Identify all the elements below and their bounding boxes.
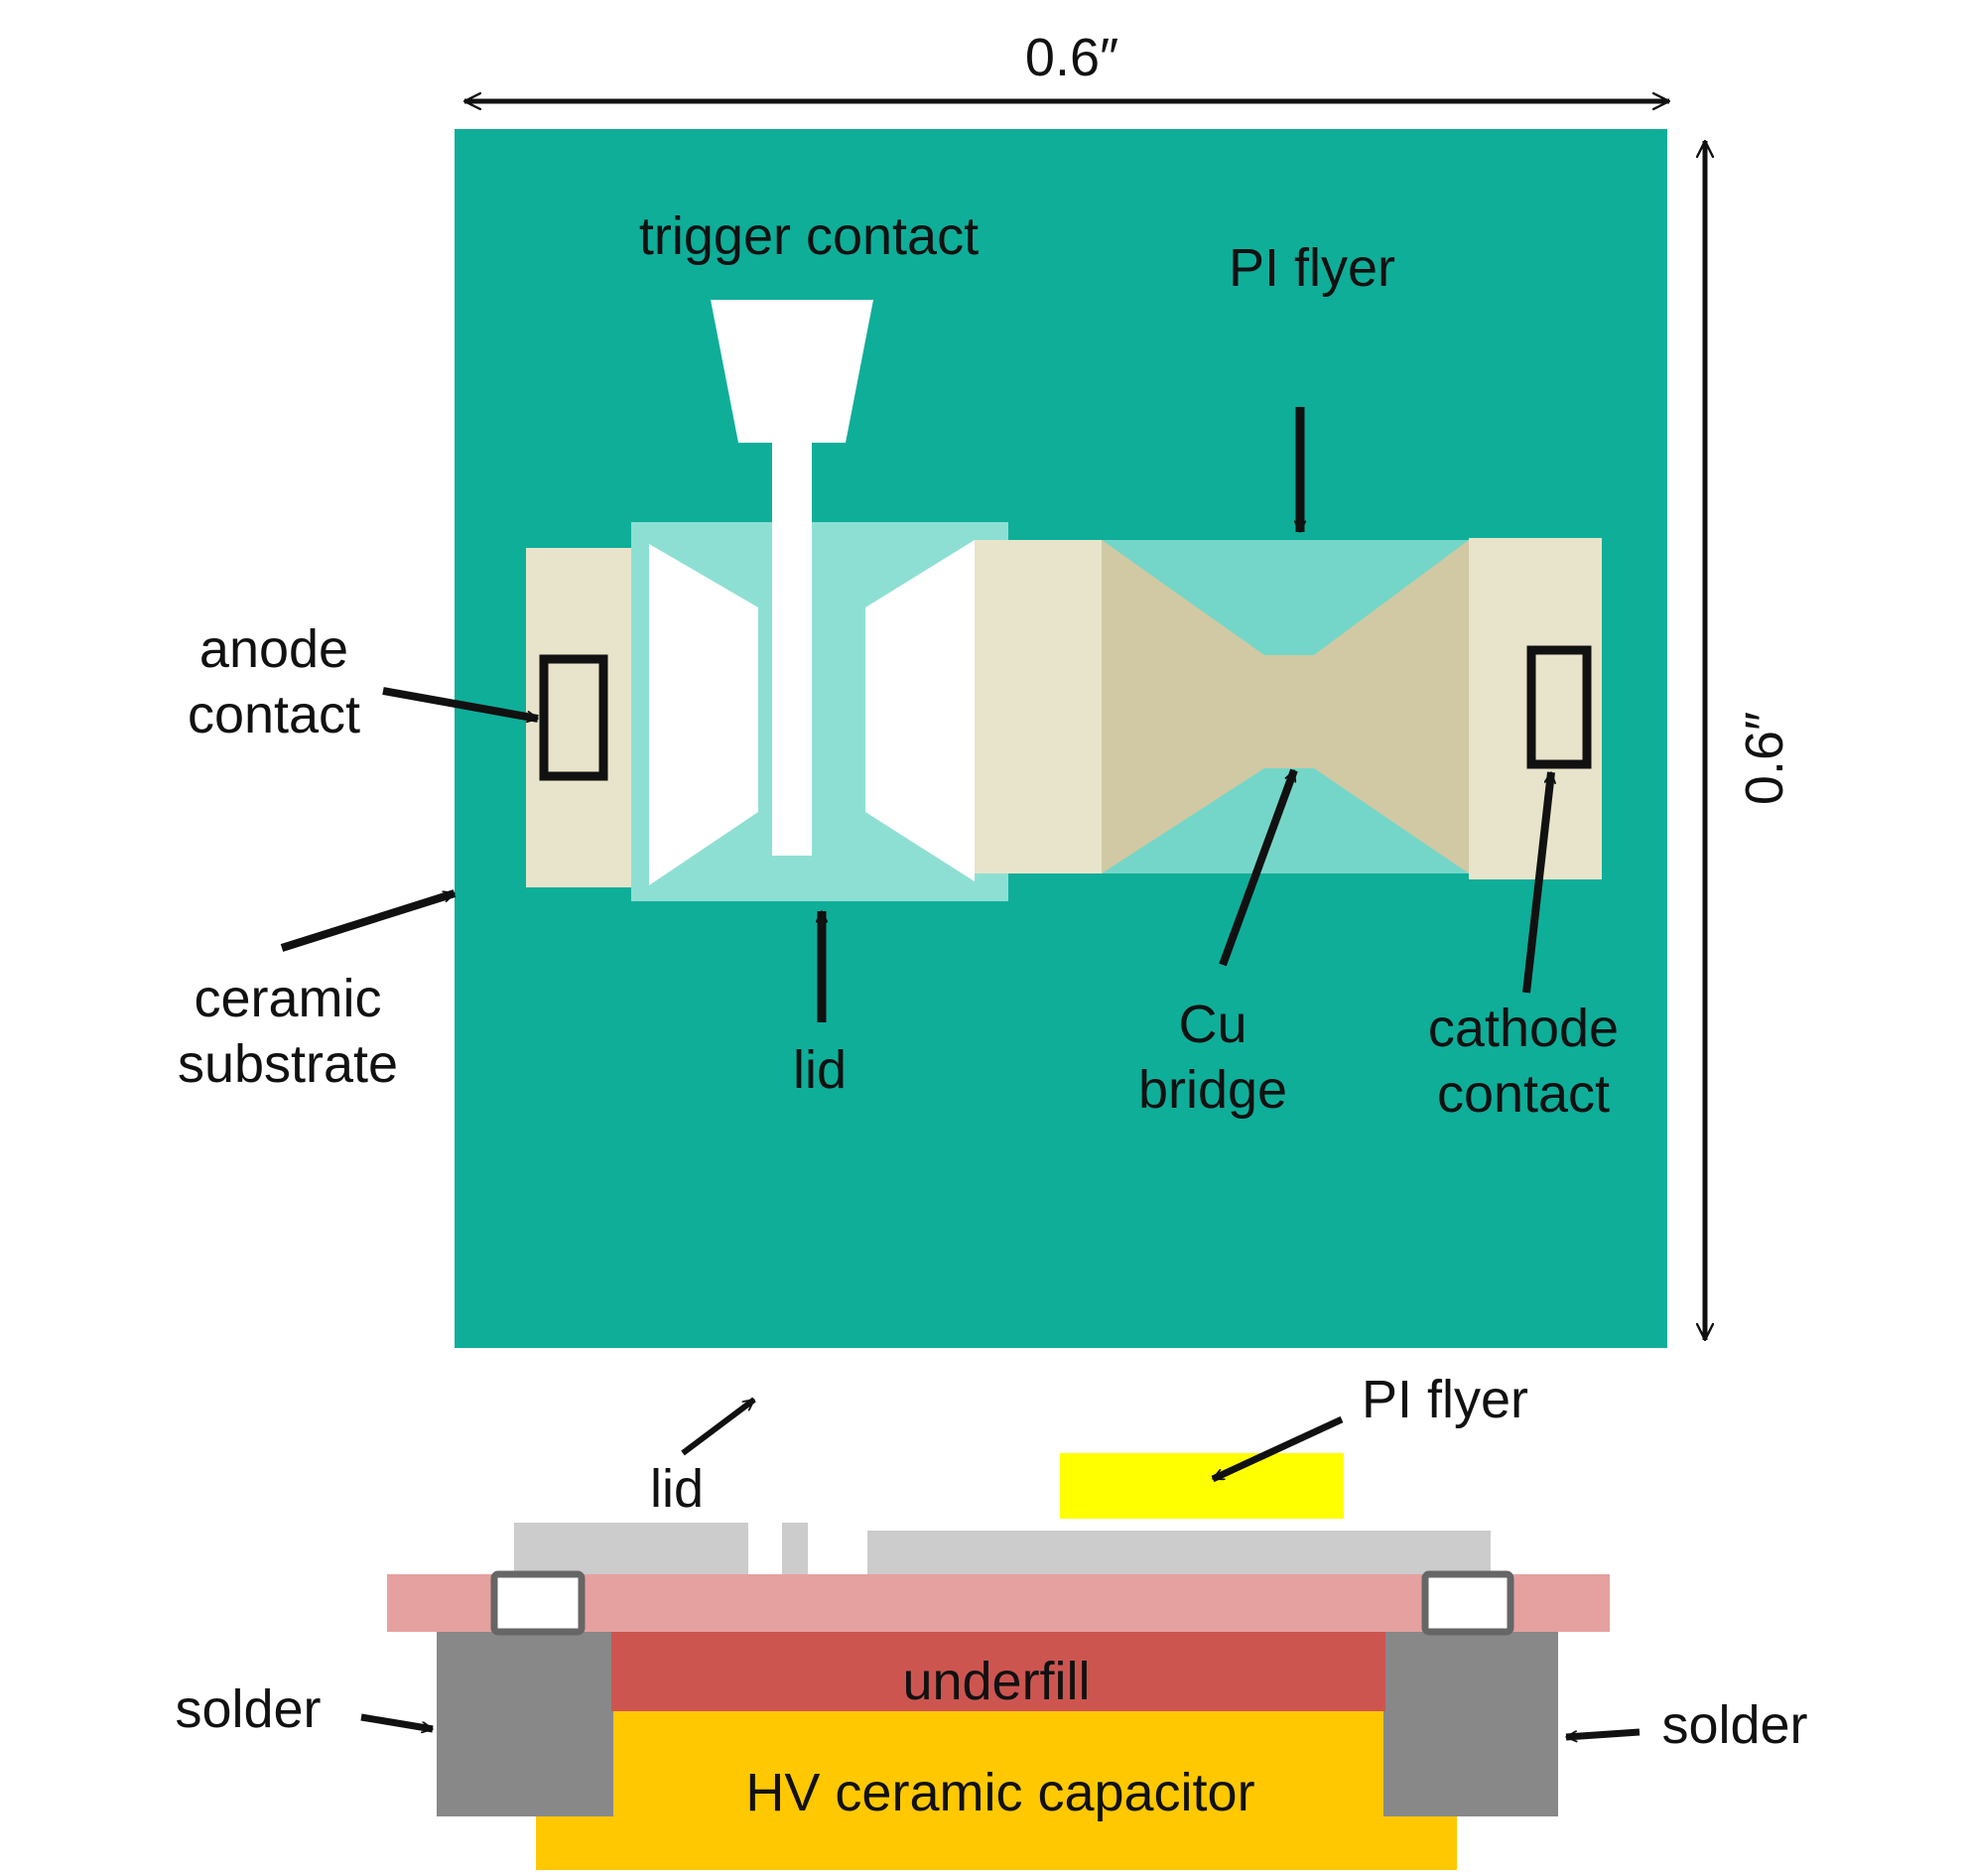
solder-right-label: solder: [1661, 1695, 1807, 1755]
anode-contact: [539, 654, 608, 781]
dimension-width-label: 0.6″: [1025, 28, 1118, 87]
cathode-contact: [1526, 645, 1592, 769]
anode-contact-label-line1: anode: [199, 619, 348, 679]
contact-via-left: [490, 1570, 586, 1636]
dimension-height-label: 0.6″: [1735, 712, 1794, 805]
lid-bottom-arrow: [681, 1397, 756, 1456]
anode-contact-label-line2: contact: [188, 685, 360, 744]
anode-contact-arrow: [382, 687, 538, 719]
cu-bridge-arrow: [1219, 768, 1298, 967]
cu-bridge: [1102, 540, 1469, 873]
solder-right-arrow: [1566, 1728, 1641, 1737]
hv-ceramic-capacitor: [536, 1709, 1457, 1870]
underfill: [611, 1632, 1385, 1711]
solder-block-right: [1383, 1630, 1558, 1816]
underfill-label: underfill: [902, 1652, 1090, 1711]
lid-cross-section-right: [867, 1531, 1491, 1574]
top-view: 0.6″ 0.6″ trigger contact PI flyer anode…: [178, 28, 1794, 1348]
pi-flyer-top-label: PI flyer: [1229, 238, 1395, 298]
lid-cross-section-left: [514, 1523, 748, 1574]
solder-left-arrow: [360, 1713, 433, 1729]
cathode-contact-label-line1: cathode: [1428, 999, 1619, 1058]
trigger-contact-label: trigger contact: [639, 206, 979, 266]
trigger-contact-pad: [711, 300, 873, 443]
spark-gap-electrode-right: [865, 540, 975, 881]
capacitor-label: HV ceramic capacitor: [745, 1763, 1254, 1822]
pi-flyer-bottom-label: PI flyer: [1362, 1370, 1528, 1429]
cross-section-view: lid PI flyer underfill solder solder HV …: [175, 1370, 1808, 1870]
trigger-contact-stem: [772, 435, 812, 856]
spark-gap-electrode-left: [649, 544, 758, 885]
cathode-contact-label-line2: contact: [1437, 1064, 1610, 1124]
lid-bottom-label: lid: [650, 1459, 704, 1519]
cu-bridge-label-line1: Cu: [1178, 995, 1247, 1054]
center-electrode: [975, 540, 1102, 873]
trigger-pin-cross-section: [782, 1523, 808, 1574]
solder-left-label: solder: [175, 1679, 321, 1739]
cu-bridge-label-line2: bridge: [1138, 1060, 1287, 1120]
ceramic-substrate-arrow: [280, 889, 457, 952]
lid-top-label: lid: [793, 1040, 847, 1100]
substrate-board: [387, 1574, 1610, 1632]
contact-via-right: [1421, 1570, 1514, 1636]
cathode-contact-arrow: [1522, 772, 1551, 994]
ceramic-substrate-label-line2: substrate: [178, 1034, 398, 1094]
pi-flyer-cross-section: [1060, 1453, 1344, 1519]
solder-block-left: [437, 1630, 613, 1816]
pi-flyer-bottom-arrow: [1211, 1415, 1344, 1483]
ceramic-substrate-label-line1: ceramic: [194, 969, 381, 1028]
